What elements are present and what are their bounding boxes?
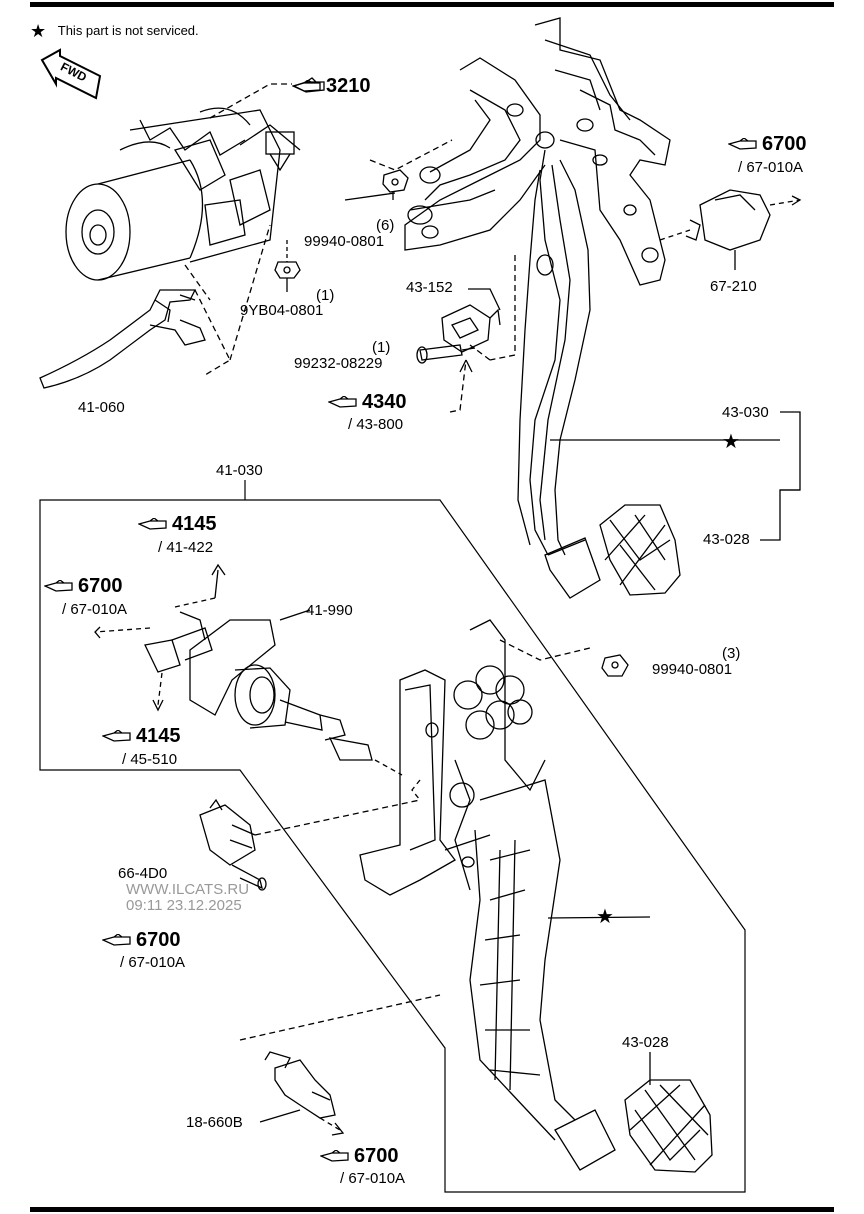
qty-99232: (1) xyxy=(372,339,391,356)
part-9yb04-0801: 9YB04-0801 xyxy=(240,302,324,319)
group-outline-41-030 xyxy=(39,480,746,1193)
hand-icon xyxy=(292,79,321,92)
pedal-pad-upper xyxy=(599,504,681,596)
watermark-line2: 09:11 23.12.2025 xyxy=(126,896,242,914)
ref-6700-bottom[interactable]: 6700 xyxy=(320,1146,399,1166)
qty-9yb04: (1) xyxy=(316,287,335,304)
pin-99232 xyxy=(416,344,476,364)
sensor-41-990 xyxy=(144,609,373,761)
switch-66-4d0 xyxy=(199,798,421,891)
hand-icon xyxy=(102,729,131,742)
ref-6700-left-sub: / 67-010A xyxy=(62,601,128,618)
part-41-990: 41-990 xyxy=(306,602,353,619)
part-43-152: 43-152 xyxy=(406,279,453,296)
legend-text: This part is not serviced. xyxy=(57,23,199,38)
ref-6700-bottom-sub: / 67-010A xyxy=(340,1170,406,1187)
ref-4340[interactable]: 4340 xyxy=(328,392,407,412)
hand-icon xyxy=(728,137,757,150)
legend: ★ This part is not serviced. xyxy=(30,22,199,40)
part-43-030: 43-030 xyxy=(722,404,769,421)
ref-6700-mid[interactable]: 6700 xyxy=(102,930,181,950)
bracket-41-060 xyxy=(39,289,206,389)
ref-4340-sub: / 43-800 xyxy=(348,416,404,433)
ref-6700-top[interactable]: 6700 xyxy=(728,134,807,154)
pedal-pad-lower xyxy=(624,1079,713,1173)
ref-6700-mid-sub: / 67-010A xyxy=(120,954,186,971)
part-43-028-top: 43-028 xyxy=(703,531,750,548)
nut-99940-top xyxy=(369,139,453,200)
part-99940-0801-top: 99940-0801 xyxy=(304,233,385,250)
star-icon: ★ xyxy=(30,21,47,41)
hand-icon xyxy=(44,579,73,592)
star-lower-pedal: ★ xyxy=(596,906,614,928)
watermark: WWW.ILCATS.RU 09:11 23.12.2025 xyxy=(126,882,249,914)
clip-43-152 xyxy=(441,288,501,353)
switch-18-660b xyxy=(239,994,441,1136)
ref-4145-bottom[interactable]: 4145 xyxy=(102,726,181,746)
brake-booster-illustration xyxy=(65,107,301,281)
hand-icon xyxy=(138,517,167,530)
star-43-030: ★ xyxy=(722,431,740,453)
nut-99940-mid xyxy=(601,654,629,677)
part-41-060: 41-060 xyxy=(78,399,125,416)
part-41-030: 41-030 xyxy=(216,462,263,479)
watermark-line1: WWW.ILCATS.RU xyxy=(126,881,250,898)
qty-99940-mid: (3) xyxy=(722,645,741,662)
hand-icon xyxy=(328,395,357,408)
switch-67-210 xyxy=(659,189,802,270)
part-67-210: 67-210 xyxy=(710,278,757,295)
ref-4145-top[interactable]: 4145 xyxy=(138,514,217,534)
qty-99940-top: (6) xyxy=(376,217,395,234)
hand-icon xyxy=(102,933,131,946)
part-99940-0801-mid: 99940-0801 xyxy=(652,661,733,678)
ref-4145-top-sub: / 41-422 xyxy=(158,539,214,556)
top-border xyxy=(30,2,834,7)
clutch-pedal-lower xyxy=(359,619,616,1171)
ref-6700-left[interactable]: 6700 xyxy=(44,576,123,596)
part-43-028-bottom: 43-028 xyxy=(622,1034,669,1051)
part-66-4d0: 66-4D0 xyxy=(118,865,168,882)
bottom-border xyxy=(30,1207,834,1212)
part-99232-08229: 99232-08229 xyxy=(294,355,383,372)
ref-3210[interactable]: 3210 xyxy=(292,76,371,96)
fwd-arrow xyxy=(40,48,102,100)
brake-pedal-upper xyxy=(404,17,671,599)
part-18-660b: 18-660B xyxy=(186,1114,243,1131)
ref-4145-bottom-sub: / 45-510 xyxy=(122,751,178,768)
ref-6700-top-sub: / 67-010A xyxy=(738,159,804,176)
nut-9yb04 xyxy=(274,240,301,292)
hand-icon xyxy=(320,1149,349,1162)
